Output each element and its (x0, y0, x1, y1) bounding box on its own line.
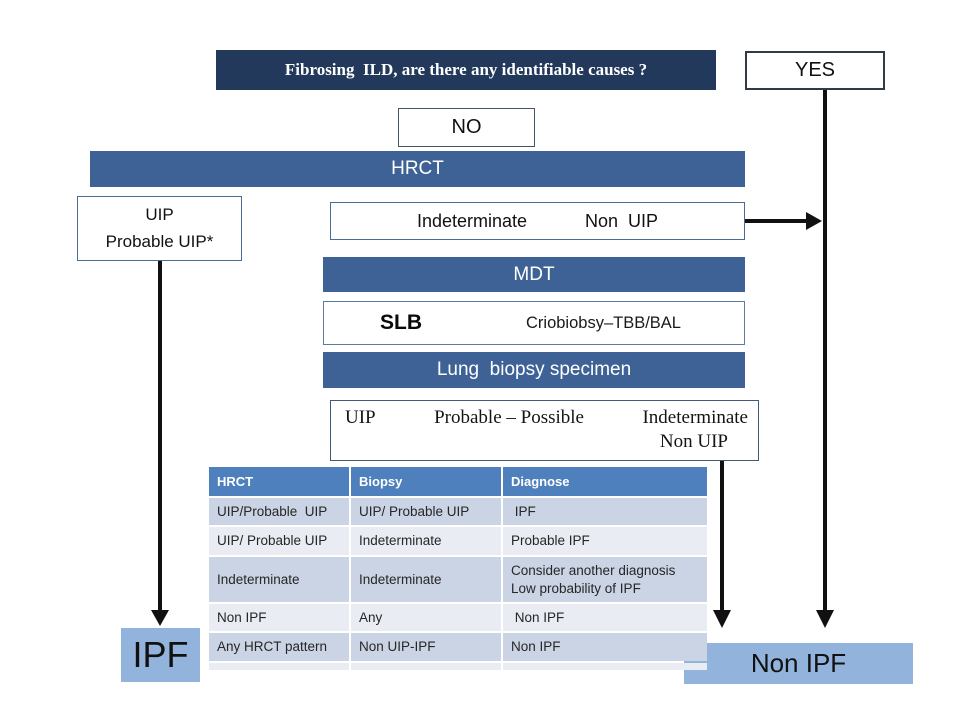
uip-probable-uip-box: UIP Probable UIP* (77, 196, 242, 261)
table-header-row: HRCT Biopsy Diagnose (209, 467, 707, 496)
ipf-result-box: IPF (121, 628, 200, 682)
arrow-biopsy-result-to-non-ipf (713, 461, 731, 628)
no-box: NO (398, 108, 535, 147)
non-uip-label: Non UIP (585, 210, 659, 231)
biopsy-result-box: UIP Probable – Possible Indeterminate No… (330, 400, 759, 461)
table-cell: UIP/ Probable UIP (351, 498, 501, 525)
uip-box-line1: UIP (145, 205, 174, 225)
hrct-bar: HRCT (90, 151, 745, 187)
table-cell: Indeterminate (351, 557, 501, 602)
col-header-biopsy: Biopsy (351, 467, 501, 496)
table-cell (503, 663, 707, 670)
table-cell: Probable IPF (503, 527, 707, 555)
indeterminate-nonuip-box: Indeterminate Non UIP (330, 202, 745, 240)
table-row: Indeterminate Indeterminate Consider ano… (209, 557, 707, 602)
mdt-bar: MDT (323, 257, 745, 292)
table-row (209, 663, 707, 670)
title-question-box: Fibrosing ILD, are there any identifiabl… (216, 50, 716, 90)
table-cell: Non UIP-IPF (351, 633, 501, 661)
table-row: UIP/Probable UIP UIP/ Probable UIP IPF (209, 498, 707, 525)
biopsy-result-line1: UIP Probable – Possible Indeterminate (331, 401, 758, 429)
table-cell: Indeterminate (351, 527, 501, 555)
arrow-yes-to-non-ipf (816, 90, 834, 628)
table-cell: Non IPF (209, 604, 349, 631)
lung-biopsy-bar: Lung biopsy specimen (323, 352, 745, 388)
table-cell: IPF (503, 498, 707, 525)
slb-label: SLB (380, 311, 422, 334)
table-cell (351, 663, 501, 670)
table-cell: UIP/Probable UIP (209, 498, 349, 525)
table-cell (209, 663, 349, 670)
result-uip-label: UIP (345, 407, 376, 428)
result-non-uip-label: Non UIP (659, 431, 728, 452)
table-cell: Any HRCT pattern (209, 633, 349, 661)
table-row: Non IPF Any Non IPF (209, 604, 707, 631)
col-header-hrct: HRCT (209, 467, 349, 496)
diagnosis-table: HRCT Biopsy Diagnose UIP/Probable UIP UI… (207, 465, 709, 672)
result-probable-possible-label: Probable – Possible (434, 407, 584, 428)
table-cell: UIP/ Probable UIP (209, 527, 349, 555)
table-cell: Any (351, 604, 501, 631)
col-header-diagnose: Diagnose (503, 467, 707, 496)
table-cell: Non IPF (503, 604, 707, 631)
table-row: UIP/ Probable UIP Indeterminate Probable… (209, 527, 707, 555)
slb-criobiopsy-box: SLB Criobiobsy–TBB/BAL (323, 301, 745, 345)
table-row: Any HRCT pattern Non UIP-IPF Non IPF (209, 633, 707, 661)
criobiopsy-label: Criobiobsy–TBB/BAL (526, 313, 681, 332)
arrow-uip-to-ipf (151, 261, 169, 626)
table-cell: Indeterminate (209, 557, 349, 602)
table-cell: Non IPF (503, 633, 707, 661)
arrow-indeterminate-to-yes-line (745, 212, 822, 230)
result-indeterminate-label: Indeterminate (642, 407, 748, 428)
indeterminate-label: Indeterminate (416, 210, 528, 231)
table-cell: Consider another diagnosis Low probabili… (503, 557, 707, 602)
uip-box-line2: Probable UIP* (105, 231, 214, 251)
yes-box: YES (745, 51, 885, 90)
non-ipf-result-box: Non IPF (684, 643, 913, 684)
